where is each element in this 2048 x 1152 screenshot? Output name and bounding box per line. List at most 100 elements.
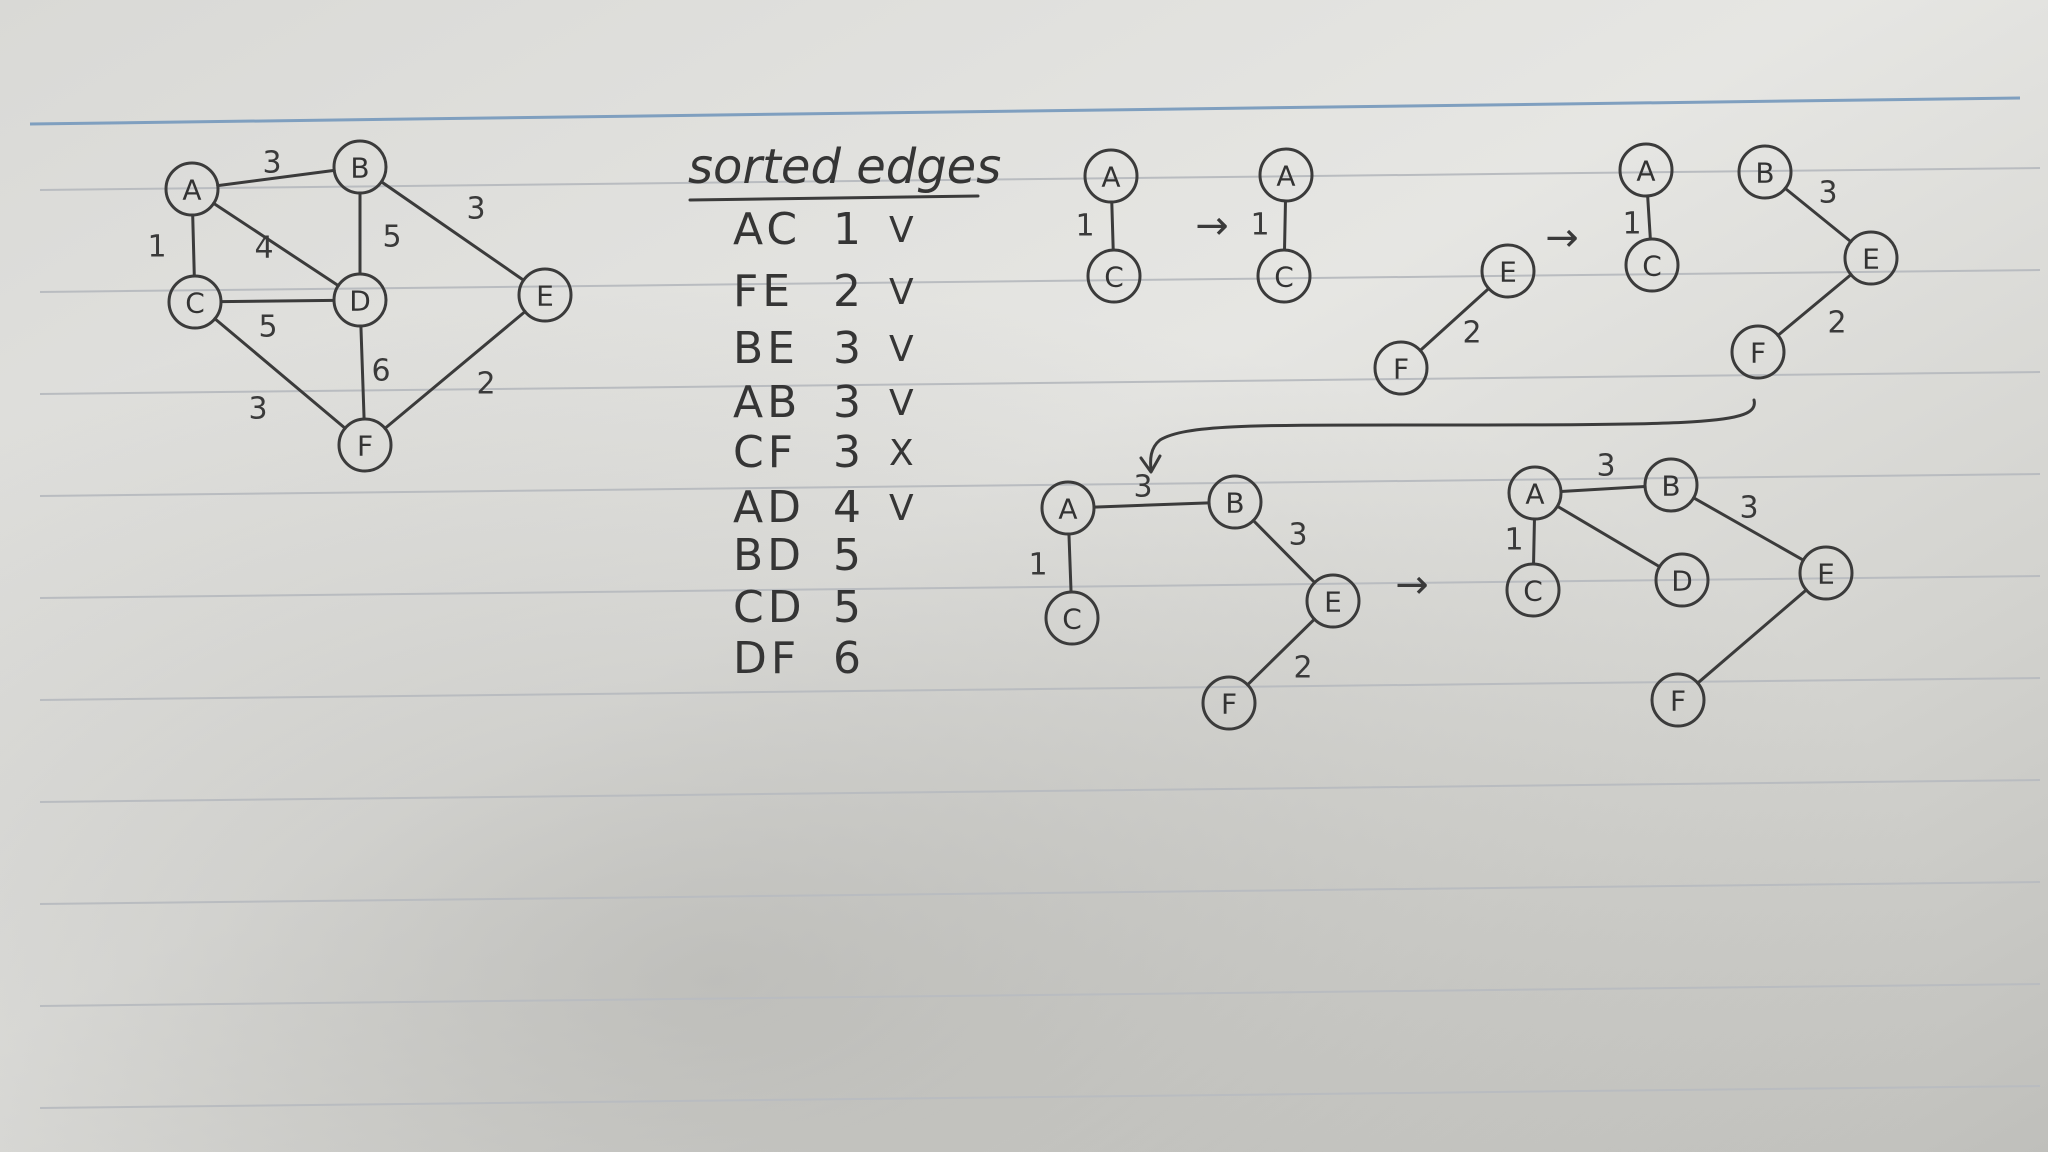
node-F: F xyxy=(1373,340,1429,396)
edge-weight-EF: 2 xyxy=(1293,651,1312,686)
node-circle xyxy=(1654,552,1710,608)
node-circle xyxy=(332,139,388,195)
edge-weight: 3 xyxy=(833,377,861,428)
node-E: E xyxy=(1843,230,1899,286)
ruled-line xyxy=(39,473,2041,497)
node-label: B xyxy=(1755,157,1774,190)
carry-down-arrowhead xyxy=(1139,454,1162,474)
ruled-line xyxy=(39,881,2041,905)
node-circle xyxy=(1643,457,1699,513)
edge-name: BD xyxy=(733,530,805,581)
edge-AD xyxy=(212,201,340,288)
edge-weight-AC: 1 xyxy=(1504,523,1523,558)
edge-weight-CD: 5 xyxy=(258,310,277,345)
node-circle xyxy=(1040,480,1096,536)
edge-AD xyxy=(1555,504,1662,569)
step-arrow: → xyxy=(1195,203,1229,249)
edge-status-mark: V xyxy=(889,488,914,529)
node-circle xyxy=(1201,675,1257,731)
edge-name: BE xyxy=(733,323,799,374)
node-label: B xyxy=(350,152,369,185)
node-A: A xyxy=(1083,148,1139,204)
node-A: A xyxy=(164,161,220,217)
node-circle xyxy=(1798,545,1854,601)
edge-DF xyxy=(359,324,366,421)
edge-CF xyxy=(213,317,347,430)
node-circle xyxy=(1373,340,1429,396)
edge-weight: 5 xyxy=(833,582,861,633)
edge-AC xyxy=(1110,200,1115,252)
node-circle xyxy=(337,417,393,473)
ruled-line xyxy=(39,677,2041,701)
node-label: E xyxy=(536,280,554,313)
edge-name: CD xyxy=(733,582,806,633)
node-circle xyxy=(1737,144,1793,200)
node-circle xyxy=(1624,237,1680,293)
edge-name: AD xyxy=(733,482,805,533)
edge-weight-AD: 4 xyxy=(254,231,273,266)
carry-down-arrow xyxy=(1149,398,1756,472)
node-circle xyxy=(1207,474,1263,530)
node-label: E xyxy=(1862,243,1880,276)
node-label: A xyxy=(182,174,201,207)
node-circle xyxy=(164,161,220,217)
edge-AC xyxy=(1532,517,1536,566)
node-B: B xyxy=(1207,474,1263,530)
node-circle xyxy=(167,274,223,330)
node-label: F xyxy=(1393,353,1409,386)
edge-weight-AC: 1 xyxy=(1075,209,1094,244)
node-B: B xyxy=(1643,457,1699,513)
edge-weight-AC: 1 xyxy=(147,230,166,265)
node-circle xyxy=(1256,248,1312,304)
node-circle xyxy=(1843,230,1899,286)
node-D: D xyxy=(1654,552,1710,608)
node-label: E xyxy=(1817,558,1835,591)
node-label: B xyxy=(1661,470,1680,503)
edge-weight-BE: 3 xyxy=(466,192,485,227)
node-F: F xyxy=(1650,672,1706,728)
ruled-line xyxy=(39,779,2041,803)
node-label: C xyxy=(1104,261,1124,294)
node-label: C xyxy=(1523,575,1543,608)
edge-weight-CF: 3 xyxy=(248,392,267,427)
edge-status-mark: X xyxy=(889,433,914,474)
edge-status-mark: V xyxy=(889,383,914,424)
edge-BE xyxy=(1783,186,1853,244)
edge-name: AC xyxy=(733,204,801,255)
ruled-line xyxy=(39,167,2041,191)
ruled-line xyxy=(39,269,2041,293)
edge-weight: 4 xyxy=(833,482,861,533)
node-circle xyxy=(1044,590,1100,646)
edge-weight: 3 xyxy=(833,323,861,374)
ruled-line xyxy=(39,983,2041,1007)
edge-weight-BE: 3 xyxy=(1818,176,1837,211)
header-rule-line xyxy=(29,96,2021,126)
edge-weight-EF: 2 xyxy=(1827,306,1846,341)
node-label: F xyxy=(1670,685,1686,718)
edge-weight-AB: 3 xyxy=(262,146,281,181)
edge-AC xyxy=(1067,532,1073,594)
edge-status-mark: V xyxy=(889,272,914,313)
ruled-lines xyxy=(39,167,2041,1109)
node-label: F xyxy=(357,430,373,463)
sorted-edge-row: CD 5 xyxy=(733,582,861,633)
node-circle xyxy=(332,272,388,328)
node-circle xyxy=(1083,148,1139,204)
ruled-line xyxy=(39,1085,2041,1109)
node-label: D xyxy=(349,285,371,318)
node-label: B xyxy=(1225,487,1244,520)
node-circle xyxy=(1305,573,1361,629)
edge-BE xyxy=(1251,518,1317,585)
edge-weight-DF: 6 xyxy=(371,354,390,389)
node-E: E xyxy=(1305,573,1361,629)
edge-weight-BE: 3 xyxy=(1288,518,1307,553)
edge-AC xyxy=(1646,194,1652,241)
edge-weight-AC: 1 xyxy=(1250,208,1269,243)
edge-weight-AB: 3 xyxy=(1596,449,1615,484)
